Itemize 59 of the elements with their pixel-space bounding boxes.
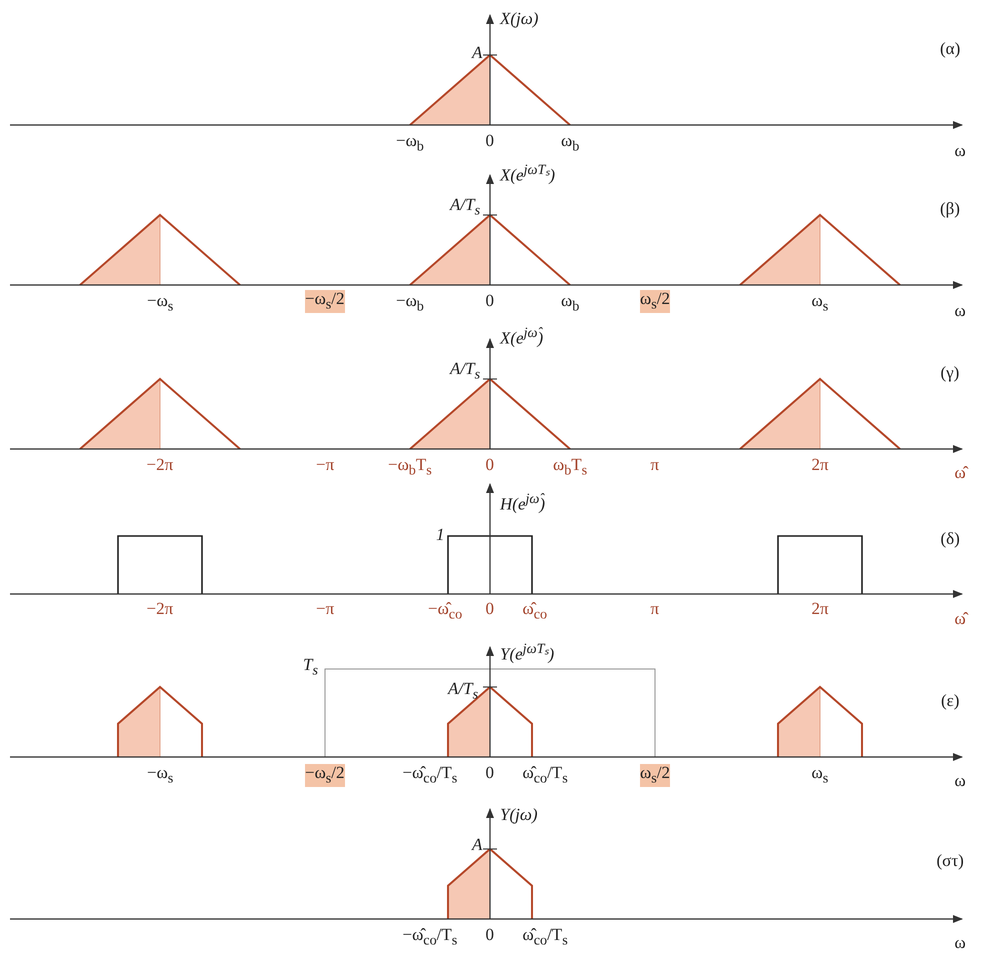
tick-label: 0 [486, 764, 494, 783]
tick-label: −π [316, 600, 334, 619]
axis-label: ω [954, 934, 966, 953]
panel-label: (β) [940, 200, 960, 219]
amplitude-label: T$_{s}$ [303, 656, 318, 679]
tick-label: ω$_{s}$/2 [640, 290, 670, 313]
tick-label: −ω̂$_{co}$ [428, 600, 462, 623]
tick-label: 2π [812, 600, 829, 619]
tick-label: ω̂$_{co}$/T$_{s}$ [522, 926, 568, 949]
tick-label: 2π [812, 456, 829, 475]
axis-title: X(jω) [500, 10, 538, 29]
axis-title: X(e$^{jωTₛ}$) [500, 163, 556, 186]
tick-label: −ω$_{b}$ [396, 292, 424, 315]
panel-label: (γ) [940, 364, 960, 383]
axis-label: ω [954, 142, 966, 161]
tick-label: −ω$_{b}$T$_{s}$ [388, 456, 432, 479]
panel-label: (στ) [936, 852, 964, 871]
tick-label: −2π [146, 600, 174, 619]
tick-label: ω̂$_{co}$/T$_{s}$ [522, 764, 568, 787]
axis-title: Y(jω) [500, 806, 538, 825]
tick-label: −ω̂$_{co}$/T$_{s}$ [402, 764, 458, 787]
tick-label: ω$_{s}$/2 [640, 764, 670, 787]
tick-label: ω$_{s}$ [812, 292, 828, 315]
tick-label: −ω$_{s}$/2 [305, 764, 345, 787]
panel-label: (δ) [940, 530, 960, 549]
axis-title: H(e$^{jω̂}$) [500, 492, 546, 514]
tick-label: ω$_{b}$ [561, 292, 580, 315]
axis-label: ω̂ [954, 610, 966, 629]
amplitude-label: A/T$_{s}$ [450, 360, 480, 383]
tick-label: −π [316, 456, 334, 475]
amplitude-label: A [472, 44, 482, 63]
panel-label: (ε) [941, 692, 960, 711]
tick-label: ω$_{s}$ [812, 764, 828, 787]
tick-label: ω$_{b}$T$_{s}$ [553, 456, 588, 479]
axis-title: X(e$^{jω̂}$) [500, 326, 544, 348]
tick-label: −ω$_{s}$/2 [305, 290, 345, 313]
tick-label: −2π [146, 456, 174, 475]
amplitude-label: A/T$_{s}$ [450, 196, 480, 219]
tick-label: 0 [486, 132, 494, 151]
tick-label: 0 [486, 600, 494, 619]
amplitude-label: A/T$_{s}$ [448, 680, 478, 703]
tick-label: ω$_{b}$ [561, 132, 580, 155]
tick-label: π [650, 456, 660, 475]
axis-title: Y(e$^{jωTₛ}$) [500, 642, 554, 664]
tick-label: ω̂$_{co}$ [522, 600, 548, 623]
tick-label: π [650, 600, 660, 619]
tick-label: 0 [486, 926, 494, 945]
axis-label: ω [954, 302, 966, 321]
tick-label: −ω$_{b}$ [396, 132, 424, 155]
axis-label: ω̂ [954, 464, 966, 483]
axis-label: ω [954, 772, 966, 791]
amplitude-label: A [472, 836, 482, 855]
tick-label: 0 [486, 456, 494, 475]
panel-label: (α) [940, 40, 960, 59]
tick-label: 0 [486, 292, 494, 311]
tick-label: −ω$_{s}$ [147, 292, 174, 315]
tick-label: −ω̂$_{co}$/T$_{s}$ [402, 926, 458, 949]
tick-label: −ω$_{s}$ [147, 764, 174, 787]
amplitude-label: 1 [436, 526, 444, 545]
